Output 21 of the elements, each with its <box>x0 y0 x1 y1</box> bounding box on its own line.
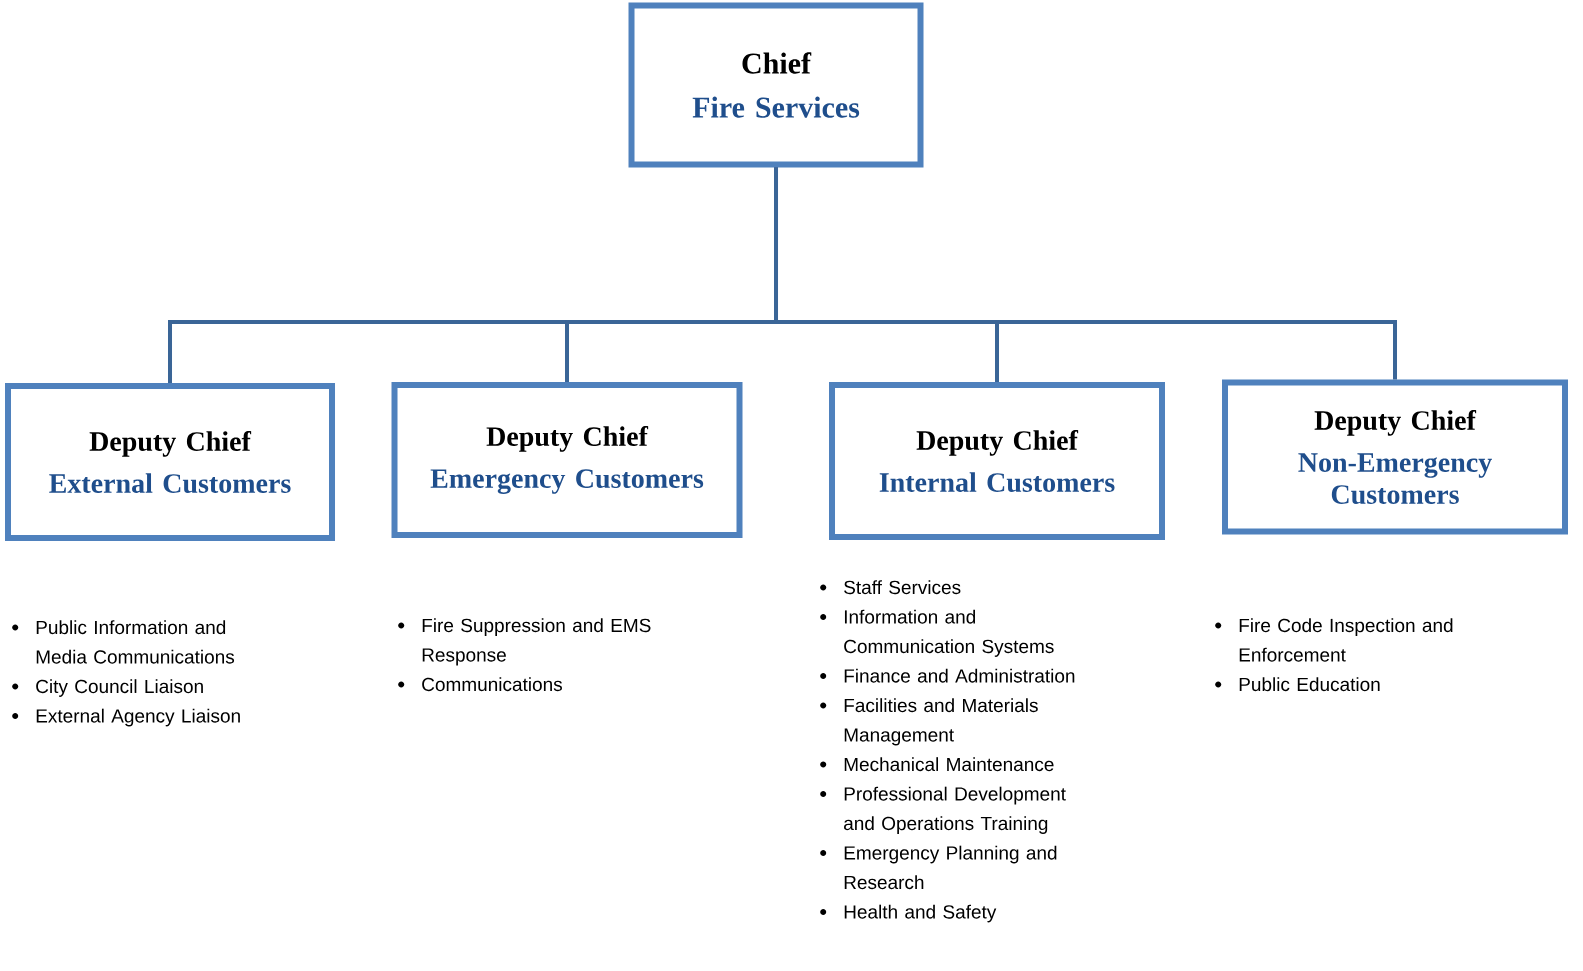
bullet-item: Public Information and Media Communications <box>12 620 235 664</box>
position-box: Deputy Chief Non-Emergency Customers <box>1222 379 1568 535</box>
bullet-item: Information and Communication Systems <box>820 609 1054 657</box>
bullet-item: Fire Suppression and EMS Response <box>398 618 651 666</box>
bullet-item: Communications <box>398 677 562 692</box>
bullet-item: Fire Code Inspection and Enforcement <box>1215 618 1453 662</box>
bullet-item: Staff Services <box>820 580 961 595</box>
bullet-item: Health and Safety <box>820 904 997 923</box>
connector-line <box>774 167 1397 380</box>
bullet-item: External Agency Liaison <box>12 708 240 727</box>
bullet-item: Professional Development and Operations Training <box>820 786 1066 834</box>
position-box: Deputy Chief Emergency Customers <box>391 382 743 538</box>
bullet-item: Public Education <box>1215 677 1380 692</box>
position-box: Deputy Chief Internal Customers <box>829 382 1165 540</box>
bullet-item: Finance and Administration <box>820 668 1075 683</box>
bullet-item: Facilities and Materials Management <box>820 698 1038 746</box>
title-box: Chief Fire Services <box>628 2 924 168</box>
bullet-item: Emergency Planning and Research <box>820 845 1057 890</box>
bullet-item: City Council Liaison <box>12 679 203 697</box>
position-box: Deputy Chief External Customers <box>5 383 335 541</box>
bullet-item: Mechanical Maintenance <box>820 757 1054 772</box>
